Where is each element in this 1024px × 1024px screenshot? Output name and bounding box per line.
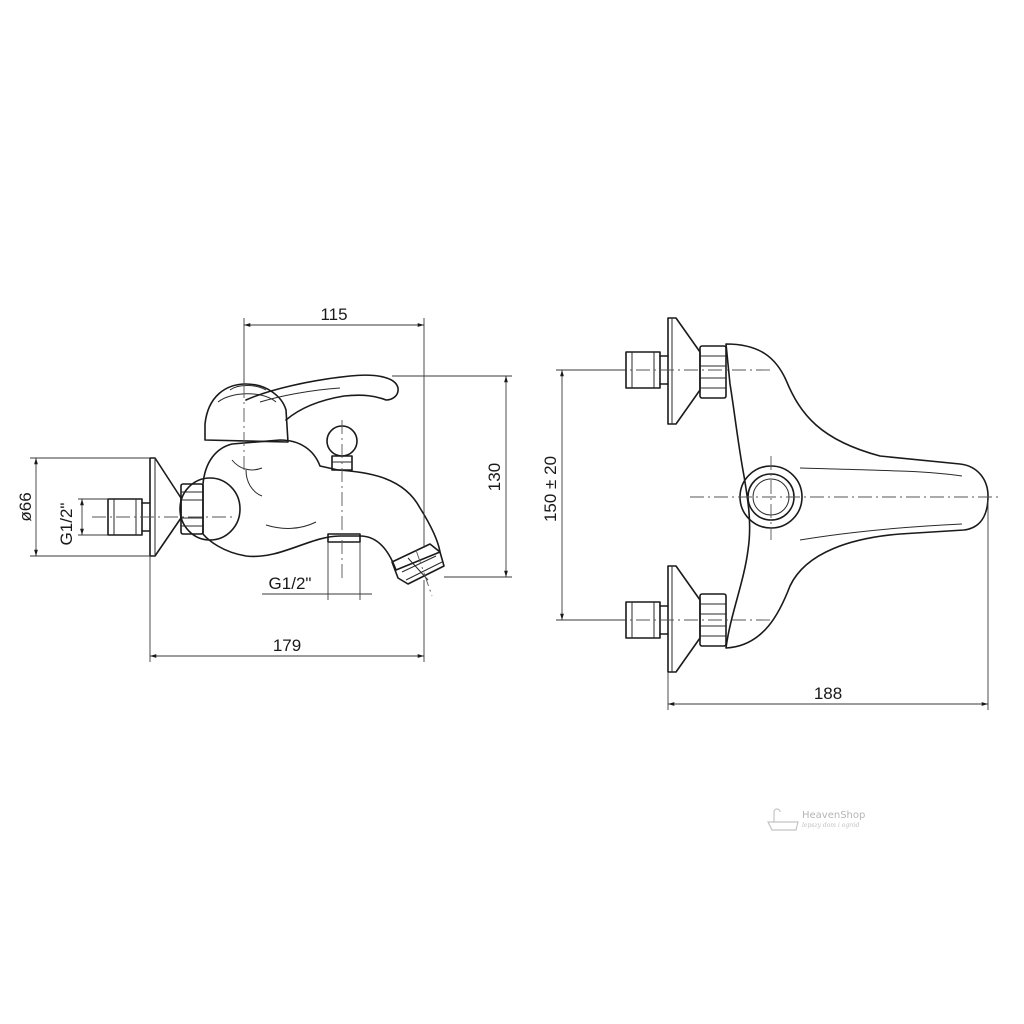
wall-rosette [149,457,182,557]
dim-label-130: 130 [485,463,504,491]
dim-outlet-thread: G1/2" [262,542,372,600]
aerator-nozzle [391,543,445,585]
watermark: HeavenShop lepszy dom i ogród [767,808,865,831]
dim-115: 115 [243,305,425,548]
inlet-stub [107,498,150,536]
label-outlet-thread: G1/2" [269,574,312,593]
watermark-tagline: lepszy dom i ogród [802,822,860,829]
dim-diameter-66: ø66 [16,457,150,557]
mixer-body-side [179,439,441,571]
dim-label-diameter: ø66 [16,492,35,521]
watermark-brand: HeavenShop [802,810,865,821]
dim-inlet-thread: G1/2" [57,498,108,546]
dim-150: 150 ± 20 [541,369,626,621]
mixer-body-top [725,343,989,649]
upper-connection [625,317,727,425]
lower-connection [625,565,727,673]
label-inlet-thread: G1/2" [57,503,76,546]
top-view: 150 ± 20 188 [541,317,1000,710]
side-view: 115 130 ø66 G1/2" G1/2" [16,305,512,662]
bathtub-logo-icon [767,808,799,831]
cartridge-cap [204,383,289,443]
dim-188: 188 [667,500,989,710]
dim-label-179: 179 [273,636,301,655]
dim-label-150: 150 ± 20 [541,456,560,522]
lever-handle [245,374,399,421]
dim-179: 179 [149,556,425,662]
dim-130: 130 [392,375,512,578]
dim-label-188: 188 [814,684,842,703]
outlet-thread [327,533,361,543]
dim-label-115: 115 [320,305,347,324]
